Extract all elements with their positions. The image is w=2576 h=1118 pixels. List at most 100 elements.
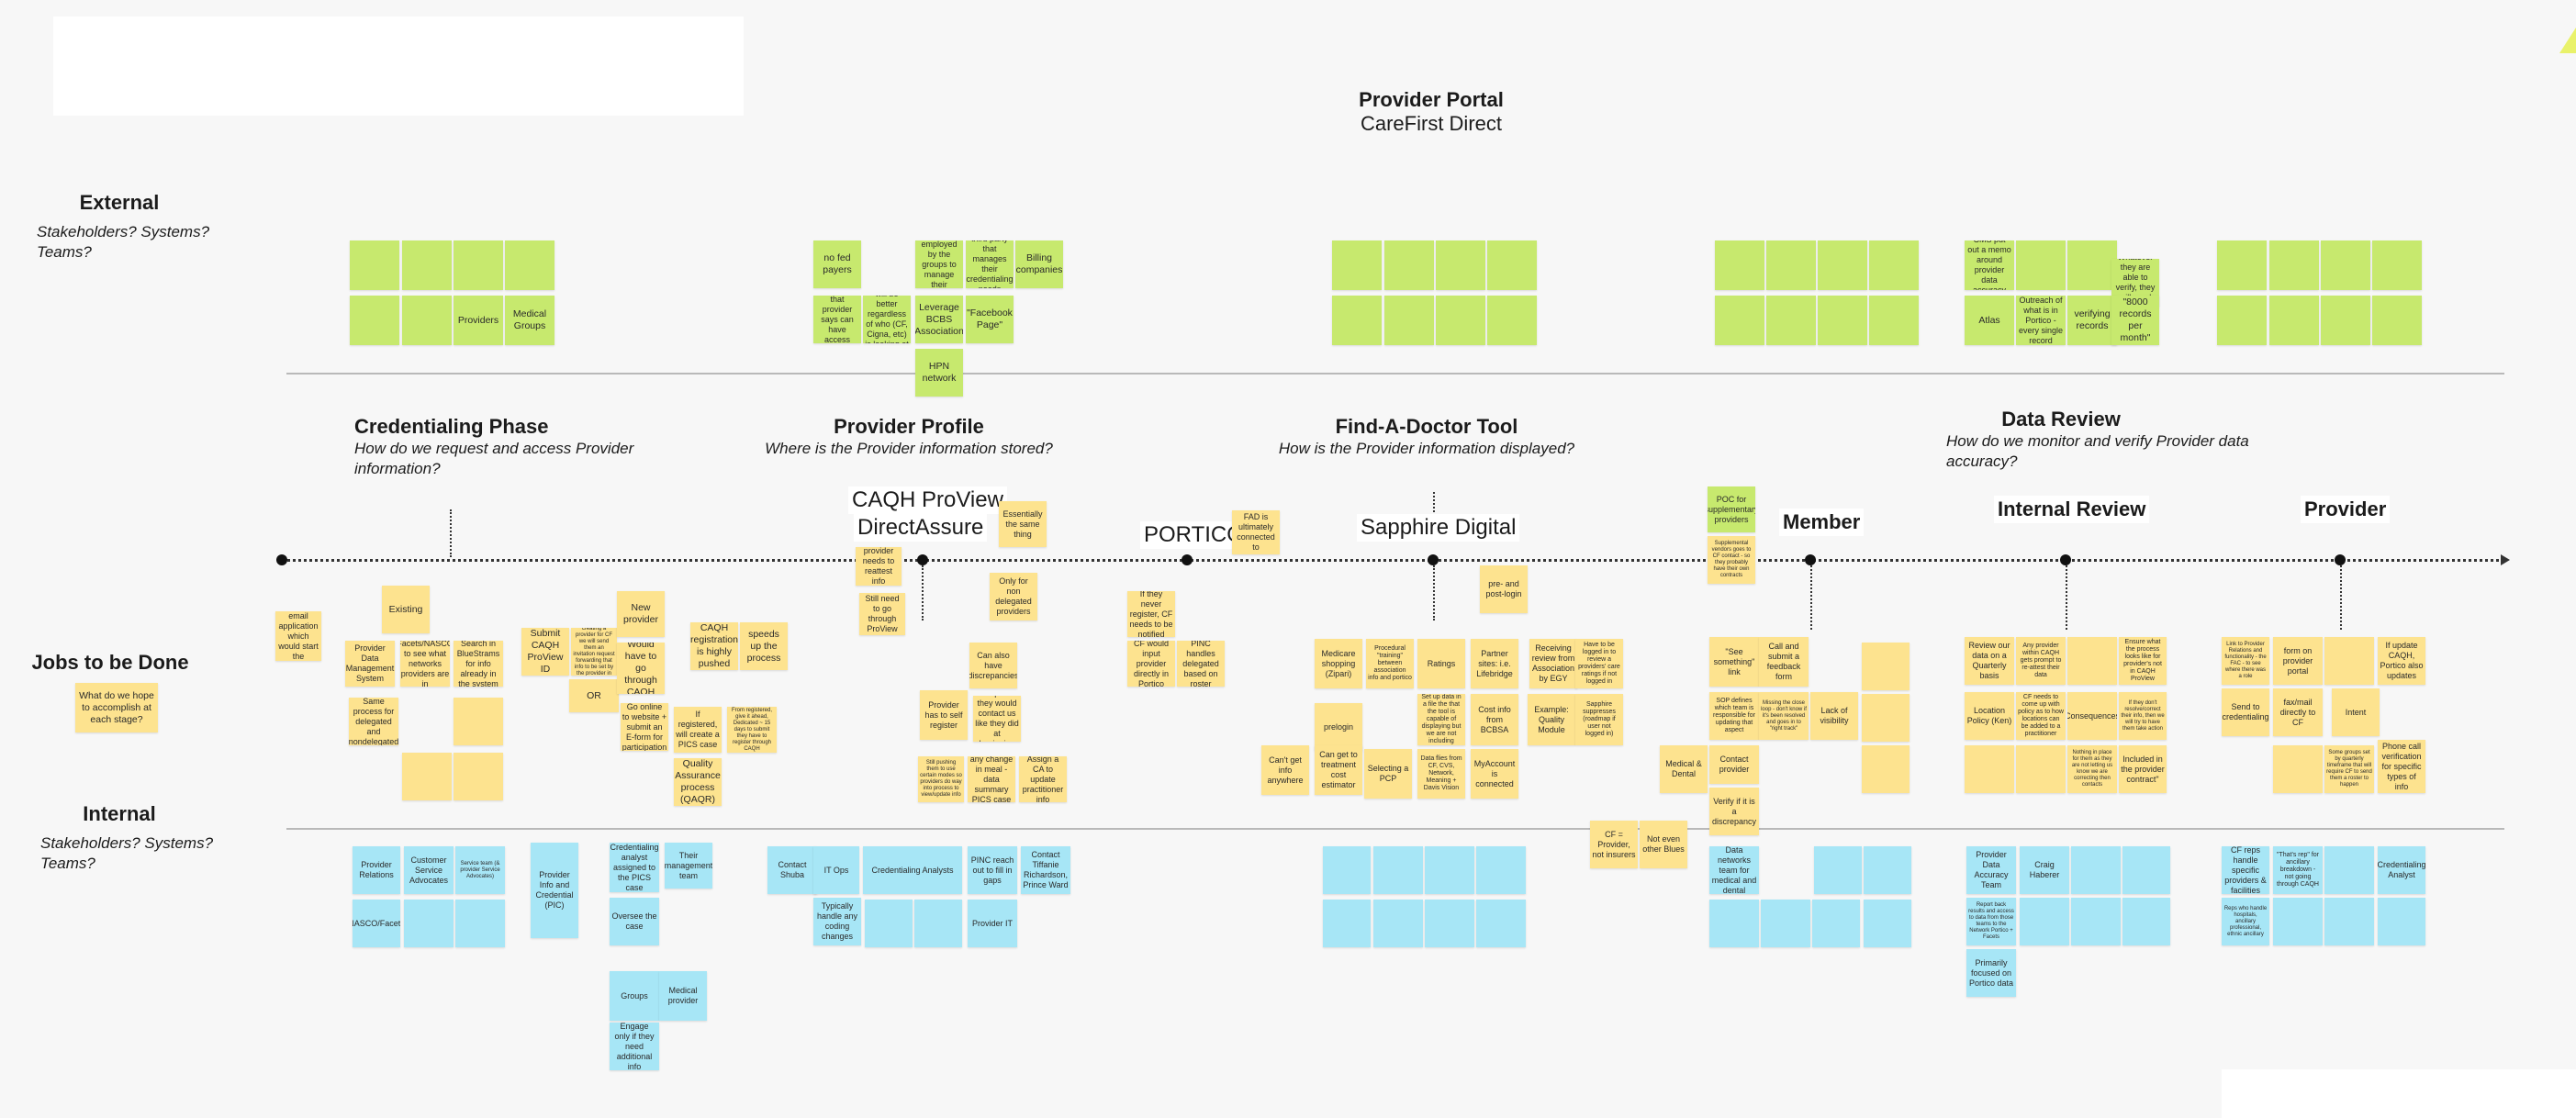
sticky-note: fax/mail directly to CF xyxy=(2273,688,2323,736)
sticky-note: Can also have discrepancies xyxy=(969,643,1017,688)
sticky-note xyxy=(1818,296,1867,345)
sticky-note xyxy=(2067,240,2117,290)
system-member: Member xyxy=(1779,509,1865,536)
sticky-note xyxy=(2321,240,2370,290)
sticky-note xyxy=(1766,240,1816,290)
sticky-note: verifying records xyxy=(2067,296,2117,345)
sticky-note: Consequences xyxy=(2067,692,2117,740)
sticky-note: Missing the close loop - don't know if i… xyxy=(1759,692,1809,740)
sticky-note: Intent xyxy=(2332,688,2380,736)
sticky-note xyxy=(1384,296,1434,345)
sticky-note: Receiving review from Association by EGY xyxy=(1529,639,1577,688)
sticky-note xyxy=(402,296,452,345)
sticky-note: Provider Data Accuracy Team xyxy=(1966,846,2016,894)
timeline-arrowhead xyxy=(2501,554,2510,565)
sticky-note: Ensure what the process looks like for p… xyxy=(2119,637,2167,685)
system-sapphire: Sapphire Digital xyxy=(1357,514,1520,542)
sticky-note xyxy=(1862,745,1910,793)
sticky-note: Send to credentialing xyxy=(2222,688,2269,736)
sticky-note: Some groups set by quarterly timeframe t… xyxy=(2324,745,2374,793)
sticky-note: NASCO/Facets xyxy=(353,900,400,947)
sticky-note: Any provider within CAQH gets prompt to … xyxy=(2016,637,2066,685)
sticky-note: Submit CAQH ProView ID xyxy=(521,628,569,676)
phase-review-question: How do we monitor and verify Provider da… xyxy=(1946,432,2249,470)
page-subtitle: CareFirst Direct xyxy=(1360,112,1502,135)
sticky-note xyxy=(2067,637,2117,685)
sticky-note: Lack of visibility xyxy=(1810,692,1858,740)
sticky-note: All insurance companies that provider sa… xyxy=(813,296,861,343)
sticky-note: Ratings xyxy=(1417,639,1465,688)
sticky-note: Link to Provider Relations and functiona… xyxy=(2222,637,2269,685)
sticky-note: From registered, give it ahead, Dedicate… xyxy=(727,707,777,753)
sticky-note: Can get to treatment cost estimator xyxy=(1315,745,1362,795)
blank-card-bottom xyxy=(2222,1069,2576,1118)
sticky-note: POC for supplementary providers xyxy=(1708,486,1755,532)
sticky-note xyxy=(1862,643,1910,690)
sticky-note: Only for non delegated providers xyxy=(990,573,1037,620)
sticky-note: Provider IT xyxy=(968,900,1017,947)
sticky-note xyxy=(2071,898,2121,945)
sticky-note: Provider Data Management System xyxy=(345,641,395,687)
phase-profile-question: Where is the Provider information stored… xyxy=(765,440,1053,457)
sticky-note xyxy=(2020,898,2069,945)
sticky-note: prelogin xyxy=(1315,703,1362,751)
sticky-note xyxy=(350,296,399,345)
sticky-note: Primarily focused on Portico data xyxy=(1966,949,2016,997)
sticky-note: Provider Info and Credential (PIC) xyxy=(531,843,578,938)
sticky-note: CAQH registration is highly pushed xyxy=(690,622,738,670)
sticky-note: Customer Service Advocates xyxy=(404,846,454,894)
sticky-note: "See something" link xyxy=(1709,637,1759,687)
sticky-note xyxy=(455,900,505,947)
sticky-note: OR xyxy=(569,679,619,712)
sticky-note xyxy=(350,240,399,290)
sticky-note xyxy=(1864,846,1911,894)
sticky-note xyxy=(1476,900,1526,947)
sticky-note: Set up data in a file the that the tool … xyxy=(1417,694,1465,745)
sticky-note: Cost info from BCBSA xyxy=(1471,694,1518,745)
sticky-note xyxy=(1487,240,1537,290)
sticky-note: Supplemental vendors goes to CF contact … xyxy=(1708,536,1755,584)
sticky-note xyxy=(1864,900,1911,947)
sticky-note: Have to be logged in to review a provide… xyxy=(1575,639,1623,688)
phase-profile-title: Provider Profile xyxy=(834,415,984,438)
sticky-note xyxy=(1436,296,1485,345)
sticky-note: IT Ops xyxy=(813,846,859,894)
sticky-note xyxy=(454,753,503,800)
phase-fad-title: Find-A-Doctor Tool xyxy=(1335,415,1518,438)
sticky-note xyxy=(1818,240,1867,290)
jobs-note: What do we hope to accomplish at each st… xyxy=(75,683,158,732)
sticky-note: If they never register, CF needs to be n… xyxy=(1127,591,1175,637)
sticky-note xyxy=(1373,846,1423,894)
sticky-note xyxy=(914,900,962,947)
sticky-note xyxy=(1812,900,1860,947)
system-internal-review: Internal Review xyxy=(1994,496,2150,523)
row-sub-external: Stakeholders? Systems? Teams? xyxy=(37,223,210,261)
system-directassure: DirectAssure xyxy=(854,514,988,542)
sticky-note xyxy=(2122,846,2170,894)
row-label-jobs: Jobs to be Done xyxy=(31,651,189,674)
connector xyxy=(1810,565,1812,630)
sticky-note: Sapphire suppresses (roadmap if user not… xyxy=(1575,694,1623,745)
sticky-note: Procedural "training" between associatio… xyxy=(1366,639,1414,688)
sticky-note xyxy=(1715,240,1764,290)
sticky-note: Medical & Dental xyxy=(1660,745,1708,793)
sticky-note xyxy=(1761,900,1810,947)
sticky-note: Search in BlueStrams for info already in… xyxy=(454,641,503,687)
sticky-note: any change in meal - data summary PICS c… xyxy=(968,756,1015,802)
sticky-note: Same process for delegated and nondelega… xyxy=(349,698,398,745)
sticky-note: pre- and post-login xyxy=(1480,565,1528,613)
sticky-note: Engage only if they need additional info xyxy=(610,1023,659,1070)
connector xyxy=(2066,565,2067,630)
sticky-note: FAD is ultimately connected to xyxy=(1232,510,1280,554)
phase-fad-question: How is the Provider information displaye… xyxy=(1278,440,1575,457)
sticky-note: SOP defines which team is responsible fo… xyxy=(1709,692,1759,740)
system-provider: Provider xyxy=(2301,496,2391,523)
timeline-dot xyxy=(1428,554,1439,565)
sticky-note: "8000 records per month" xyxy=(2111,296,2159,345)
sticky-note xyxy=(2324,898,2374,945)
sticky-note: Provider Relations xyxy=(353,846,400,894)
sticky-note: CF reps handle specific providers & faci… xyxy=(2222,846,2269,894)
sticky-note xyxy=(865,900,913,947)
sticky-note: MyAccount is connected xyxy=(1471,749,1518,799)
sticky-note xyxy=(2122,898,2170,945)
